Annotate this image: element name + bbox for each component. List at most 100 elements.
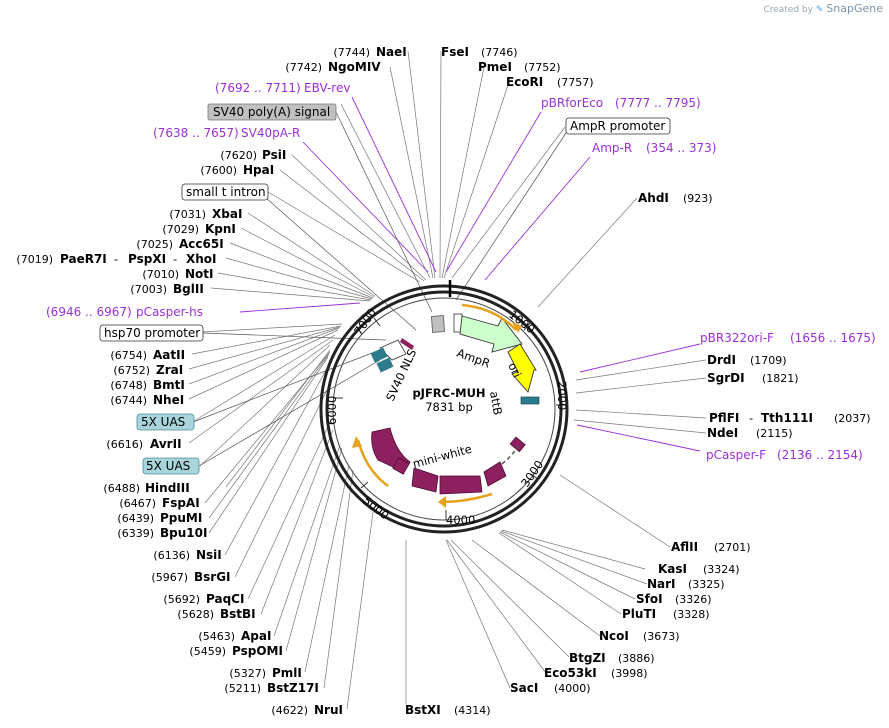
ruler-circle [332,297,556,521]
svg-text:-: - [114,252,118,266]
enzyme-pos: (3324) [703,563,740,576]
feature-box-text: SV40 poly(A) signal [213,105,330,119]
enzyme-name: PmeI [478,60,512,74]
enzyme-name: BtgZI [569,651,606,665]
credit-brand: SnapGene [826,2,883,15]
enzyme-pos: (5967) [151,571,188,584]
primer-pos: (1656 .. 1675) [790,331,876,345]
enzyme-name: NgoMIV [328,60,381,74]
enzyme-pos: (6136) [153,549,190,562]
plasmid-name: pJFRC-MUH [412,386,485,400]
feature-box-text: 5X UAS [141,415,185,429]
enzyme-pos: (7752) [524,61,561,74]
enzyme-pos: (2701) [714,541,751,554]
enzyme-pos: (4314) [454,704,491,717]
primer-pos: (6946 .. 6967) [46,305,132,319]
enzyme-name: NsiI [196,548,222,562]
enzyme-name: NarI [647,577,676,591]
right-enzyme-labels: FseI (7746) PmeI (7752) EcoRI (7757) Ahd… [405,45,799,717]
enzyme-name: AflII [671,540,698,554]
enzyme-multi-row: (7019) PaeR7I - PspXI - XhoI [16,252,216,266]
enzyme-pos: (1709) [750,354,787,367]
created-by-credit: Created by ✎ SnapGene [763,2,883,15]
tick-label-6000: 6000 [325,396,339,425]
enzyme-pos: (5327) [229,667,266,680]
primer-pos: (2136 .. 2154) [777,448,863,462]
enzyme-pos: (3328) [673,608,710,621]
primer-pos: (7692 .. 7711) [215,81,301,95]
enzyme-pos: (6467) [119,497,156,510]
backbone-outer [319,284,569,534]
orange-arrowheads [352,322,522,508]
enzyme-pos: (7025) [136,238,173,251]
primer-pos: (354 .. 373) [646,141,716,155]
primer-leader-lines [239,96,701,452]
enzyme-name: BsrGI [194,570,231,584]
primer-pos: (7777 .. 7795) [615,96,701,110]
enzyme-pos: (2037) [834,412,871,425]
enzyme-name: ApaI [241,629,271,643]
feature-boxes: SV40 poly(A) signal small t intron hsp70… [99,103,671,475]
enzyme-name: PflFI [709,411,739,425]
enzyme-pos: (7620) [220,149,257,162]
primer-name: pCasper-F [706,448,766,462]
small-t-intron-feature [400,338,414,350]
enzyme-name: KasI [658,562,687,576]
label-ampr: AmpR [455,346,492,371]
enzyme-name: PluTI [622,607,656,621]
enzyme-name: Acc65I [179,237,224,251]
primer-pos: (7638 .. 7657) [153,126,239,140]
enzyme-name: BglII [173,282,204,296]
enzyme-pos: (7746) [481,46,518,59]
enzyme-name: SgrDI [707,371,745,385]
enzyme-pos: (3673) [643,630,680,643]
label-attb: attB [487,390,505,416]
sv40-nls-feature [379,339,407,361]
enzyme-name: HpaI [243,163,274,177]
enzyme-name: XhoI [186,252,217,266]
enzyme-name: PpuMI [160,511,202,525]
primer-name: pCasper-hs [136,305,203,319]
enzyme-name: ZraI [156,363,183,377]
enzyme-pos: (2115) [756,427,793,440]
leader-lines [188,50,707,710]
enzyme-name: KpnI [205,222,236,236]
enzyme-name: Bpu10I [160,526,207,540]
credit-prefix: Created by [763,5,813,15]
primer-name: EBV-rev [304,81,350,95]
enzyme-pos: (4000) [554,682,591,695]
feature-box-leaders [192,111,567,467]
svg-text:-: - [749,411,753,425]
enzyme-pos: (7031) [169,208,206,221]
enzyme-name: PaeR7I [60,252,107,266]
enzyme-name: PaqCI [206,592,244,606]
feature-box-text: AmpR promoter [570,119,665,133]
enzyme-name: PsiI [262,148,286,162]
enzyme-pos: (7600) [200,164,237,177]
enzyme-pos: (3998) [611,667,648,680]
enzyme-name: BstXI [405,703,441,717]
enzyme-pos: (6752) [113,364,150,377]
enzyme-name: NdeI [707,426,738,440]
enzyme-name: NheI [153,393,184,407]
enzyme-name: AvrII [150,437,182,451]
enzyme-pos: (4622) [271,704,308,717]
label-ori: ori [505,360,524,379]
enzyme-pos: (5463) [198,630,235,643]
primer-labels: (7692 .. 7711) EBV-rev (7638 .. 7657) SV… [46,81,876,462]
enzyme-name: EcoRI [506,75,543,89]
enzyme-pos: (5692) [163,593,200,606]
primer-name: pBR322ori-F [700,331,774,345]
enzyme-pos: (3886) [618,652,655,665]
enzyme-pos: (1821) [762,372,799,385]
svg-text:-: - [173,252,177,266]
enzyme-name: SfoI [636,592,663,606]
feature-box-text: hsp70 promoter [104,326,200,340]
enzyme-pos: (7742) [285,61,322,74]
ampr-feature [459,315,523,353]
enzyme-name: BmtI [153,378,185,392]
enzyme-pos: (923) [683,192,713,205]
enzyme-pos: (7010) [142,268,179,281]
enzyme-pos: (7019) [16,253,53,266]
